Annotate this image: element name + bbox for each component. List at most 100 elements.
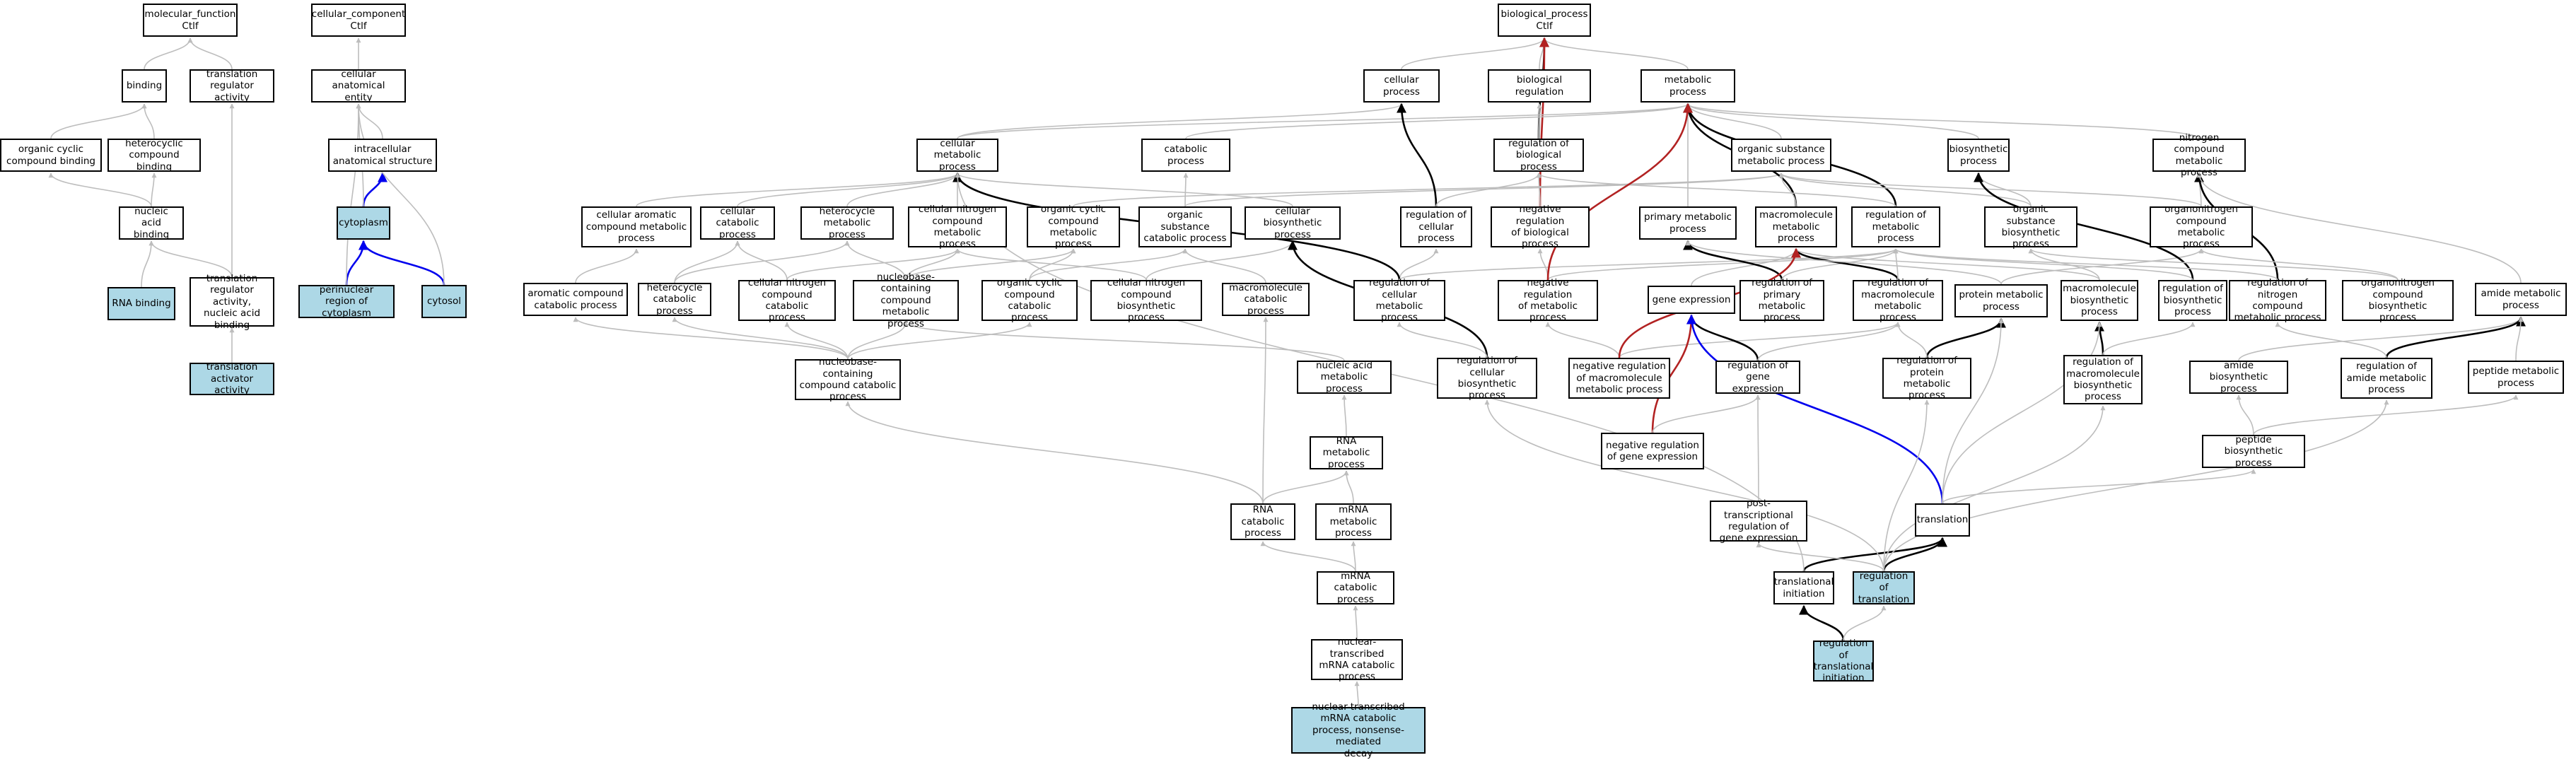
go-term-rnamp[interactable]: RNA metabolic process [1310, 435, 1383, 470]
go-term-mmetp[interactable]: macromolecule metabolic process [1755, 206, 1837, 247]
go-term-ccatp[interactable]: cellular catabolic process [700, 206, 775, 240]
go-term-binding[interactable]: binding [122, 69, 167, 103]
go-term-regcp[interactable]: regulation of cellular process [1400, 206, 1472, 247]
go-term-mcatp[interactable]: macromolecule catabolic process [1222, 282, 1310, 317]
go-term-nbcmp[interactable]: nucleobase-containing compound metabolic… [853, 271, 959, 329]
edge-transl-to-pepbp [1942, 469, 2256, 504]
go-term-rnab[interactable]: RNA binding [107, 287, 175, 320]
go-term-nregbp[interactable]: negative regulation of biological proces… [1491, 204, 1590, 250]
go-term-oncmp[interactable]: organonitrogen compound metabolic proces… [2150, 204, 2253, 250]
go-term-regncmp[interactable]: regulation of nitrogen compound metaboli… [2229, 277, 2326, 323]
go-term-cncbp[interactable]: cellular nitrogen compound biosynthetic … [1090, 277, 1202, 323]
go-term-regpmp[interactable]: regulation of primary metabolic process [1739, 277, 1824, 323]
edge-oncmp-to-osmp [1778, 173, 2202, 207]
edge-regtr-to-regamp [1883, 399, 2389, 572]
go-term-bp[interactable]: biological_process Ctlf [1498, 4, 1591, 37]
go-term-transl[interactable]: translation [1915, 503, 1970, 537]
go-term-occcp[interactable]: organic cyclic compound catabolic proces… [981, 277, 1078, 323]
go-term-ias[interactable]: intracellular anatomical structure [328, 139, 437, 172]
go-term-cytosol[interactable]: cytosol [421, 285, 467, 318]
go-term-regtr[interactable]: regulation of translation [1853, 571, 1915, 605]
go-term-cellp[interactable]: cellular process [1363, 69, 1440, 103]
go-term-oscp[interactable]: organic substance catabolic process [1138, 206, 1232, 247]
go-term-regge[interactable]: regulation of gene expression [1715, 360, 1800, 394]
go-term-hcyc[interactable]: heterocyclic compound binding [107, 138, 201, 173]
go-term-breg[interactable]: biological regulation [1488, 69, 1591, 103]
go-term-ncmp[interactable]: nitrogen compound metabolic process [2152, 132, 2246, 178]
go-term-cacmp[interactable]: cellular aromatic compound metabolic pro… [581, 206, 692, 247]
go-term-cyto[interactable]: cytoplasm [337, 206, 390, 240]
go-term-cbiosp[interactable]: cellular biosynthetic process [1245, 206, 1341, 240]
edge-pepmp-to-amidemp [2515, 317, 2524, 361]
go-term-cc[interactable]: cellular_component Ctlf [311, 4, 406, 37]
go-term-nbccp[interactable]: nucleobase-containing compound catabolic… [795, 356, 901, 402]
go-term-mrnacp[interactable]: mRNA catabolic process [1317, 571, 1394, 605]
go-term-biosp[interactable]: biosynthetic process [1947, 139, 2010, 172]
edge-osmp-to-metp [1685, 103, 1782, 139]
go-term-osmp[interactable]: organic substance metabolic process [1731, 139, 1831, 172]
go-term-regmbp[interactable]: regulation of macromolecule biosynthetic… [2063, 355, 2143, 404]
go-term-mbiosp[interactable]: macromolecule biosynthetic process [2061, 280, 2138, 321]
go-term-regtrinit[interactable]: regulation of translational initiation [1813, 638, 1874, 684]
edge-trana-to-nab [148, 240, 233, 278]
go-term-trar[interactable]: translation regulator activity [190, 69, 274, 103]
go-term-osbp[interactable]: organic substance biosynthetic process [1984, 204, 2077, 250]
go-term-regbp[interactable]: regulation of biological process [1493, 138, 1584, 173]
go-term-cncmp[interactable]: cellular nitrogen compound metabolic pro… [908, 204, 1007, 250]
edge-regcmp-to-regmp [1399, 248, 1899, 281]
go-term-mrnamp[interactable]: mRNA metabolic process [1315, 503, 1392, 540]
go-term-regbiosp[interactable]: regulation of biosynthetic process [2158, 280, 2227, 321]
edge-transl-to-mbiosp [1942, 322, 2102, 504]
edge-protmp-to-pmetp [1685, 240, 2002, 285]
edge-regtrinit-to-trinit [1799, 604, 1845, 641]
go-term-mf[interactable]: molecular_function Ctlf [143, 4, 238, 37]
go-term-oncbp[interactable]: organonitrogen compound biosynthetic pro… [2342, 277, 2454, 323]
go-term-cmetp[interactable]: cellular metabolic process [916, 138, 998, 173]
edge-regbiosp-to-regmp [1893, 248, 2193, 281]
edge-cytosol-to-cae [356, 103, 445, 286]
go-term-hmetp[interactable]: heterocycle metabolic process [800, 206, 894, 240]
go-term-amidemp[interactable]: amide metabolic process [2475, 283, 2567, 316]
go-term-pepmp[interactable]: peptide metabolic process [2468, 361, 2564, 394]
go-term-occmp[interactable]: organic cyclic compound metabolic proces… [1027, 204, 1120, 250]
edge-nregmmp-to-regmmp [1619, 322, 1901, 358]
go-term-pmetp[interactable]: primary metabolic process [1639, 206, 1737, 240]
go-term-protmp[interactable]: protein metabolic process [1954, 284, 2048, 317]
go-term-peri[interactable]: perinuclear region of cytoplasm [298, 284, 395, 319]
go-term-regamp[interactable]: regulation of amide metabolic process [2341, 358, 2432, 399]
go-term-amidebp[interactable]: amide biosynthetic process [2189, 360, 2288, 394]
go-term-genex[interactable]: gene expression [1648, 286, 1735, 314]
go-term-trana[interactable]: translation regulator activity, nucleic … [190, 273, 274, 331]
go-term-catp[interactable]: catabolic process [1141, 139, 1230, 172]
go-term-nregge[interactable]: negative regulation of gene expression [1601, 433, 1704, 469]
go-term-cae[interactable]: cellular anatomical entity [311, 69, 406, 103]
go-term-pepbp[interactable]: peptide biosynthetic process [2202, 434, 2305, 469]
edge-rnamp-to-namp [1341, 394, 1347, 437]
go-term-nregmmp[interactable]: negative regulation of macromolecule met… [1568, 358, 1670, 399]
go-term-regpmp2[interactable]: regulation of protein metabolic process [1882, 355, 1971, 401]
go-term-nab[interactable]: nucleic acid binding [119, 206, 184, 240]
go-term-regcmp[interactable]: regulation of cellular metabolic process [1353, 277, 1445, 323]
go-term-ptrge[interactable]: post-transcriptional regulation of gene … [1710, 498, 1807, 544]
go-term-rnacp[interactable]: RNA catabolic process [1230, 503, 1295, 540]
go-term-regmmp[interactable]: regulation of macromolecule metabolic pr… [1853, 277, 1943, 323]
edge-regpmp-to-regmp [1781, 248, 1899, 281]
go-term-cnccp[interactable]: cellular nitrogen compound catabolic pro… [738, 277, 836, 323]
go-term-ntmcp[interactable]: nuclear-transcribed mRNA catabolic proce… [1311, 636, 1403, 682]
edge-nbccp-to-cnccp [784, 322, 849, 360]
go-term-namp[interactable]: nucleic acid metabolic process [1297, 360, 1392, 394]
edge-ias-to-cae [356, 103, 383, 139]
edge-cyto-to-ias [362, 172, 387, 207]
go-term-acccp[interactable]: aromatic compound catabolic process [523, 283, 628, 316]
go-term-nregmp[interactable]: negative regulation of metabolic process [1498, 277, 1598, 323]
go-term-regmp[interactable]: regulation of metabolic process [1851, 206, 1940, 247]
go-term-trinit[interactable]: translational initiation [1773, 571, 1834, 604]
go-term-regcbp[interactable]: regulation of cellular biosynthetic proc… [1437, 355, 1537, 401]
go-term-ocyc[interactable]: organic cyclic compound binding [0, 139, 102, 172]
go-term-hcatp[interactable]: heterocycle catabolic process [638, 282, 711, 317]
edge-regpmp2-to-regmmp [1895, 322, 1928, 358]
go-term-traa[interactable]: translation activator activity [190, 361, 274, 396]
go-term-metp[interactable]: metabolic process [1640, 69, 1735, 103]
go-term-nmd[interactable]: nuclear-transcribed mRNA catabolic proce… [1291, 701, 1426, 759]
